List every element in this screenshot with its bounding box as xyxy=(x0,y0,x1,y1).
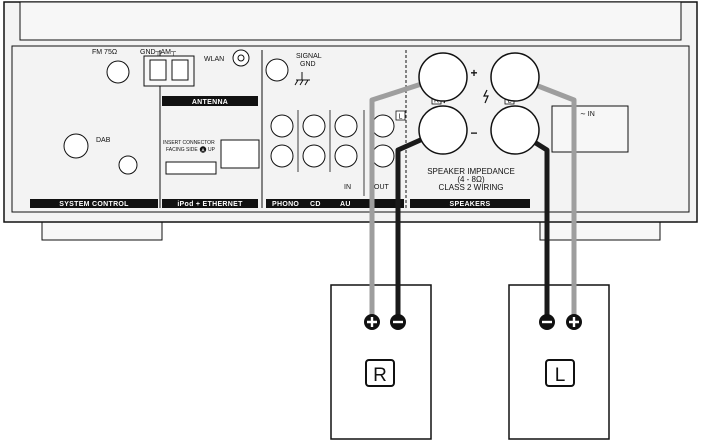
speakers-bar-label: SPEAKERS xyxy=(450,201,491,208)
l-plus-terminal[interactable] xyxy=(490,52,540,102)
shock-warning-icon xyxy=(483,89,489,104)
plus-mark: + xyxy=(470,66,477,80)
left-speaker-label-box xyxy=(545,359,575,387)
signal-gnd-line-1: SIGNAL xyxy=(296,53,322,60)
signal-gnd-terminal[interactable] xyxy=(265,58,289,82)
insert-line-2: FACING SIDE xyxy=(166,147,198,153)
ac-in-label: ∼ IN xyxy=(580,111,595,118)
wlan-jack[interactable] xyxy=(232,49,250,67)
right-positive-wire xyxy=(369,74,444,318)
aux-out-jack-r[interactable] xyxy=(371,144,395,168)
l-tag-text: L xyxy=(399,114,403,121)
phono-jack-r[interactable] xyxy=(270,144,294,168)
am-clip[interactable] xyxy=(171,59,189,81)
l-minus-terminal[interactable] xyxy=(490,105,540,155)
cd-label: CD xyxy=(310,201,321,208)
out-label: OUT xyxy=(374,184,390,191)
cd-jack-r[interactable] xyxy=(302,144,326,168)
gnd-am-label: GND┬AM┬ xyxy=(140,49,176,56)
phono-jack-l[interactable] xyxy=(270,114,294,138)
signal-gnd-line-2: GND xyxy=(300,61,316,68)
left-speaker-label: L xyxy=(555,365,566,386)
ethernet-port[interactable] xyxy=(220,139,260,169)
impedance-line-2: (4 - 8Ω) xyxy=(457,175,485,184)
wlan-label: WLAN xyxy=(204,56,224,63)
ipod-ethernet-bar xyxy=(162,199,258,208)
fm-antenna-jack[interactable] xyxy=(106,60,130,84)
insert-badge-text: A xyxy=(201,148,205,153)
minus-mark: − xyxy=(470,126,477,140)
wlan-jack-core xyxy=(237,54,245,62)
system-control-bar xyxy=(30,199,158,208)
dab-antenna-jack[interactable] xyxy=(63,133,89,159)
cd-jack-l[interactable] xyxy=(302,114,326,138)
am-gnd-clip[interactable] xyxy=(149,59,167,81)
r-minus-terminal[interactable] xyxy=(418,105,468,155)
antenna-label: ANTENNA xyxy=(192,99,228,106)
r-tag-text: R xyxy=(434,98,439,105)
aux-label: AU xyxy=(340,201,351,208)
inputs-bar xyxy=(266,199,404,208)
plus-icon xyxy=(367,317,377,327)
in-label: IN xyxy=(344,184,351,191)
dab-label: DAB xyxy=(96,137,111,144)
speakers-bar xyxy=(410,199,530,208)
system-control-jack[interactable] xyxy=(118,155,138,175)
ipod-connector[interactable] xyxy=(165,161,217,175)
antenna-bar xyxy=(162,96,258,106)
insert-line-1: INSERT CONNECTOR xyxy=(163,140,215,146)
impedance-line-3: CLASS 2 WIRING xyxy=(439,183,504,192)
ipod-ethernet-label: iPod + ETHERNET xyxy=(177,201,243,208)
aux-in-jack-r[interactable] xyxy=(334,144,358,168)
impedance-line-1: SPEAKER IMPEDANCE xyxy=(427,167,515,176)
fm-label: FM 75Ω xyxy=(92,49,117,56)
right-speaker-label-box xyxy=(365,359,395,387)
system-control-label: SYSTEM CONTROL xyxy=(59,201,129,208)
r-plus-terminal[interactable] xyxy=(418,52,468,102)
top-cover xyxy=(19,1,682,41)
phono-label: PHONO xyxy=(272,201,299,208)
aux-out-jack-l[interactable] xyxy=(371,114,395,138)
aux-in-jack-l[interactable] xyxy=(334,114,358,138)
insert-badge xyxy=(199,146,207,153)
right-speaker-label: R xyxy=(373,365,387,386)
plus-icon xyxy=(569,317,579,327)
l-tag xyxy=(395,110,406,121)
ac-inlet[interactable] xyxy=(551,105,629,153)
insert-line-2-up: UP xyxy=(208,147,216,153)
ground-icon xyxy=(294,72,310,86)
